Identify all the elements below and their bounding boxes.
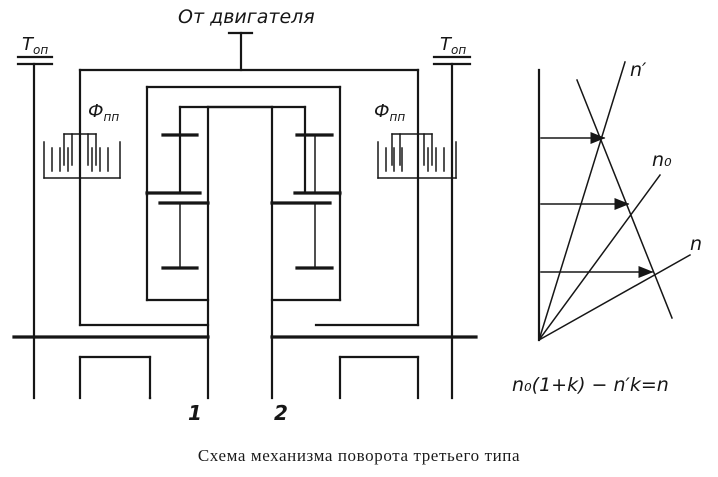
formula: n₀(1+k) − n′k=n — [512, 374, 669, 396]
left-brake: Топ — [16, 34, 54, 400]
outer-carrier-frame — [78, 68, 420, 327]
left-clutch: Фпп — [43, 101, 121, 179]
speed-diagram: n′ n₀ n — [537, 59, 702, 342]
central-shafts — [206, 105, 274, 400]
left-planetary-gear — [145, 133, 210, 270]
line-n — [537, 253, 692, 342]
lower-frames — [78, 355, 420, 400]
figure-caption: Схема механизма поворота третьего типа — [197, 446, 521, 465]
shaft-2-label: 2 — [274, 401, 288, 425]
label-n0: n₀ — [652, 149, 672, 171]
right-brake: Топ — [432, 34, 472, 400]
line-resultant — [576, 79, 673, 319]
right-planetary-gear — [270, 133, 342, 270]
label-n: n — [690, 233, 702, 255]
engine-input-label: От двигателя — [178, 6, 315, 28]
left-clutch-label: Фпп — [88, 101, 119, 124]
shaft-1-label: 1 — [188, 401, 202, 425]
left-brake-label: Топ — [22, 34, 48, 57]
right-clutch: Фпп — [374, 101, 457, 179]
line-n0 — [537, 173, 662, 342]
line-n-prime — [538, 61, 626, 341]
label-n-prime: n′ — [630, 59, 647, 81]
inner-frame — [145, 85, 342, 197]
right-brake-label: Топ — [440, 34, 466, 57]
right-clutch-label: Фпп — [374, 101, 405, 124]
inner-output-frames — [145, 193, 342, 302]
engine-input: От двигателя — [178, 6, 315, 72]
